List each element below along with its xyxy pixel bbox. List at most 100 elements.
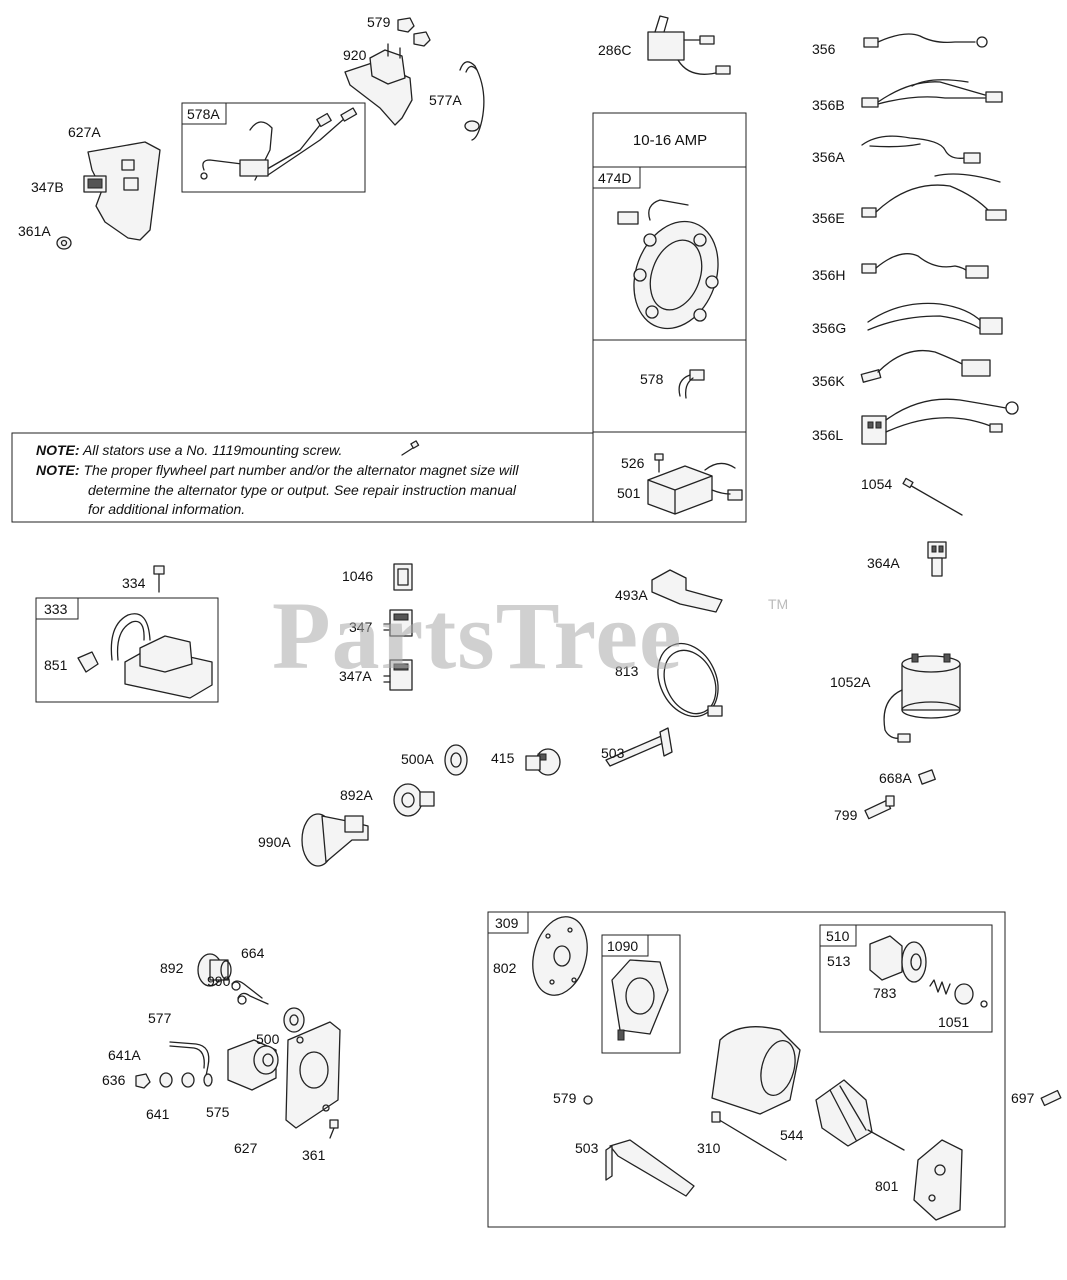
armature-544-drawing [815,1079,905,1151]
screw-361-drawing [329,1119,339,1139]
housing-drawing [711,1026,801,1115]
note-text-1: All stators use a No. 1119mounting screw… [82,442,343,458]
brush-holder-1090-drawing [611,959,669,1041]
box-label-309: 309 [495,915,519,931]
knob-990A-drawing [301,813,369,867]
switch-364A-drawing [927,541,947,577]
box-309 [487,911,1006,1228]
washer-500-drawing [283,1007,305,1033]
note-tag-1: NOTE: [36,442,80,458]
washer-641-drawing [159,1072,195,1088]
label-575: 575 [206,1104,230,1120]
nut-579-drawing [397,17,431,47]
bracket-493A-drawing [651,569,723,613]
label-526: 526 [621,455,645,471]
cable-577A-drawing [459,61,485,141]
label-500: 500 [256,1031,280,1047]
box-578A-tag [181,102,227,125]
label-513: 513 [827,953,851,969]
wire-356H-drawing [861,253,989,279]
label-544: 544 [780,1127,804,1143]
label-356K: 356K [812,373,845,389]
regulator-501-drawing [647,462,743,515]
label-501: 501 [617,485,641,501]
note-tag-2: NOTE: [36,462,80,478]
label-503b: 503 [575,1140,599,1156]
solenoid-920-drawing [344,43,413,126]
switch-347A-drawing [383,659,413,691]
box-578A [181,102,366,193]
wire-356G-drawing [867,302,1003,335]
label-990: 990 [207,973,231,989]
label-668A: 668A [879,770,912,786]
label-503: 503 [601,745,625,761]
label-990A: 990A [258,834,291,850]
label-1051: 1051 [938,1014,969,1030]
label-364A: 364A [867,555,900,571]
washer-500A-drawing [444,744,468,776]
label-415: 415 [491,750,515,766]
screw-526-drawing [654,453,664,473]
label-361: 361 [302,1147,326,1163]
label-783: 783 [873,985,897,1001]
terminal-799-drawing [864,795,895,820]
label-892: 892 [160,960,184,976]
cable-577-drawing [169,1041,213,1087]
label-286C: 286C [598,42,631,58]
stator-column-box [592,112,747,523]
label-577A: 577A [429,92,462,108]
note-line-4: for additional information. [88,501,246,517]
label-697: 697 [1011,1090,1035,1106]
wire-356-drawing [863,33,988,48]
box-label-578A: 578A [187,106,220,122]
label-799: 799 [834,807,858,823]
note-text-2a: The proper flywheel part number and/or t… [83,462,519,478]
watermark-logo: PartsTree [272,582,683,689]
connector-578-drawing [678,369,705,399]
label-636: 636 [102,1072,126,1088]
switch-1046-drawing [393,563,413,591]
band-813-drawing [657,642,723,718]
label-500A: 500A [401,751,434,767]
label-334: 334 [122,575,146,591]
wire-356K-drawing [860,349,991,383]
label-801: 801 [875,1178,899,1194]
box-1090-tag [601,934,649,957]
label-579: 579 [367,14,391,30]
end-cap-801-drawing [913,1139,963,1221]
wire-356L-drawing [861,398,1019,445]
label-627A: 627A [68,124,101,140]
label-356H: 356H [812,267,845,283]
label-579b: 579 [553,1090,577,1106]
box-label-1090: 1090 [607,938,638,954]
label-1052A: 1052A [830,674,871,690]
label-356A: 356A [812,149,845,165]
label-356G: 356G [812,320,846,336]
label-578: 578 [640,371,664,387]
note-line-1: NOTE: All stators use a No. 1119mounting… [36,441,342,460]
label-356B: 356B [812,97,845,113]
label-641A: 641A [108,1047,141,1063]
sleeve-668A-drawing [918,769,936,785]
note-line-2: NOTE: The proper flywheel part number an… [36,461,518,480]
label-361A: 361A [18,223,51,239]
label-920: 920 [343,47,367,63]
nut-636-drawing [135,1073,151,1089]
box-333-tag [35,597,79,620]
box-474D-tag [592,166,641,189]
bracket-503-drawing [605,727,673,767]
label-347: 347 [349,619,373,635]
note-panel: NOTE: All stators use a No. 1119mounting… [12,433,592,522]
label-802: 802 [493,960,517,976]
label-1046: 1046 [342,568,373,584]
plug-415-drawing [525,748,561,776]
label-356E: 356E [812,210,845,226]
module-286C-drawing [647,15,731,75]
label-813: 813 [615,663,639,679]
bolt-697-drawing [1040,1089,1062,1107]
trademark-mark: TM [768,596,789,612]
harness-578A-drawing [200,107,358,181]
plate-802-drawing [532,916,588,996]
screw-1119-drawing [401,440,420,456]
